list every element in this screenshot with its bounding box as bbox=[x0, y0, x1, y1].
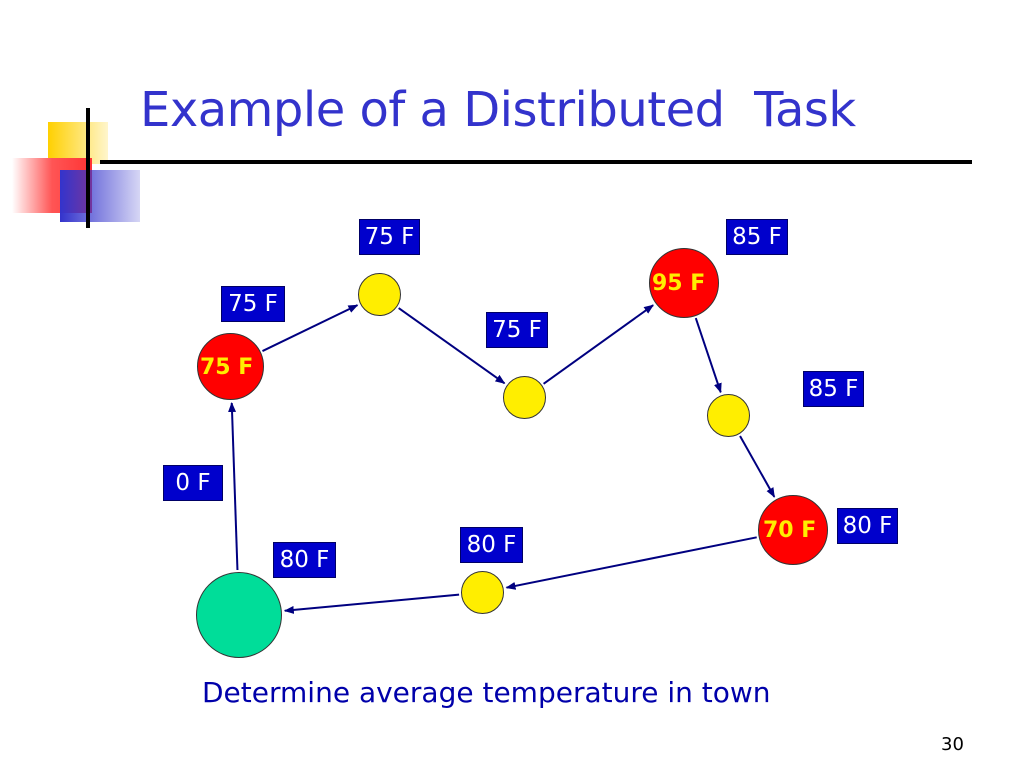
temperature-label: 75 F bbox=[359, 219, 420, 255]
node-n7 bbox=[461, 571, 504, 614]
page-number: 30 bbox=[941, 734, 964, 755]
edge-arrow bbox=[228, 401, 239, 571]
node-n4-label: 95 F bbox=[652, 271, 706, 296]
temperature-label: 0 F bbox=[163, 465, 223, 501]
edge-arrow bbox=[543, 304, 654, 385]
temperature-label: 80 F bbox=[460, 527, 523, 563]
edge-arrow bbox=[694, 317, 722, 394]
node-start bbox=[196, 572, 282, 658]
temperature-label: 85 F bbox=[803, 371, 864, 407]
slide-caption: Determine average temperature in town bbox=[202, 676, 771, 709]
node-n1-label: 75 F bbox=[200, 355, 254, 380]
temperature-label: 75 F bbox=[486, 312, 548, 348]
node-n5 bbox=[707, 394, 750, 437]
temperature-label: 85 F bbox=[726, 219, 788, 255]
edge-arrow bbox=[262, 304, 359, 352]
temperature-label: 80 F bbox=[273, 542, 336, 578]
temperature-label: 80 F bbox=[837, 508, 898, 544]
edge-arrow bbox=[739, 435, 776, 498]
node-n3 bbox=[503, 376, 546, 419]
node-n1 bbox=[197, 333, 264, 400]
node-n6-label: 70 F bbox=[763, 518, 817, 543]
temperature-label: 75 F bbox=[221, 286, 285, 322]
edge-arrow bbox=[505, 536, 757, 590]
slide-title: Example of a Distributed Task bbox=[140, 82, 856, 138]
edge-arrow bbox=[398, 307, 506, 385]
node-n2 bbox=[358, 273, 401, 316]
title-divider bbox=[100, 160, 972, 164]
node-n4 bbox=[649, 248, 719, 318]
edge-arrow bbox=[283, 593, 460, 614]
node-n6 bbox=[758, 495, 828, 565]
ornament-graphic bbox=[12, 108, 140, 228]
corner-ornament bbox=[0, 100, 150, 240]
